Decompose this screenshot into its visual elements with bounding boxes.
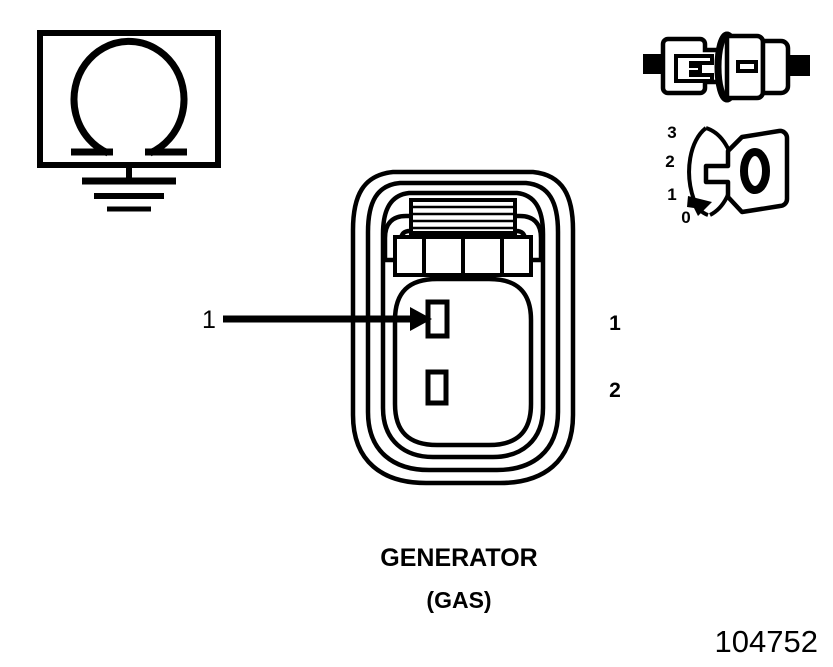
key-position-2-label: 2 [665, 152, 674, 171]
plug-keying-slot [674, 54, 714, 83]
omega-arc [70, 37, 188, 157]
ohmmeter-symbol-group [37, 30, 221, 212]
key-rotation-arrowhead [687, 196, 712, 216]
socket-wire-stub [788, 55, 810, 76]
generator-connector-view: 1 1 2 [202, 169, 621, 486]
pin-label-2: 2 [609, 379, 621, 402]
latch-grip-panel [409, 198, 517, 237]
figure-title-sub: (GAS) [426, 587, 491, 613]
terminal-cavity [392, 276, 534, 448]
key-position-3-label: 3 [667, 123, 676, 142]
ignition-key-symbol-group: 3 2 1 0 [665, 123, 790, 227]
key-position-1-label: 1 [667, 185, 676, 204]
socket-rear-barrel [760, 38, 791, 96]
part-number-label: 104752 [715, 624, 818, 659]
terminal-pin-2 [425, 369, 449, 406]
figure-title-main: GENERATOR [380, 544, 537, 572]
latch-grip-base-bar [411, 231, 515, 237]
callout-label-1: 1 [202, 306, 216, 334]
key-hole [740, 148, 770, 194]
key-position-0-label: 0 [681, 208, 690, 227]
socket-slot-mark [736, 60, 758, 73]
callout-arrow-head [410, 307, 432, 331]
connector-plug-socket-group [643, 31, 810, 103]
pin-label-1: 1 [609, 312, 621, 335]
